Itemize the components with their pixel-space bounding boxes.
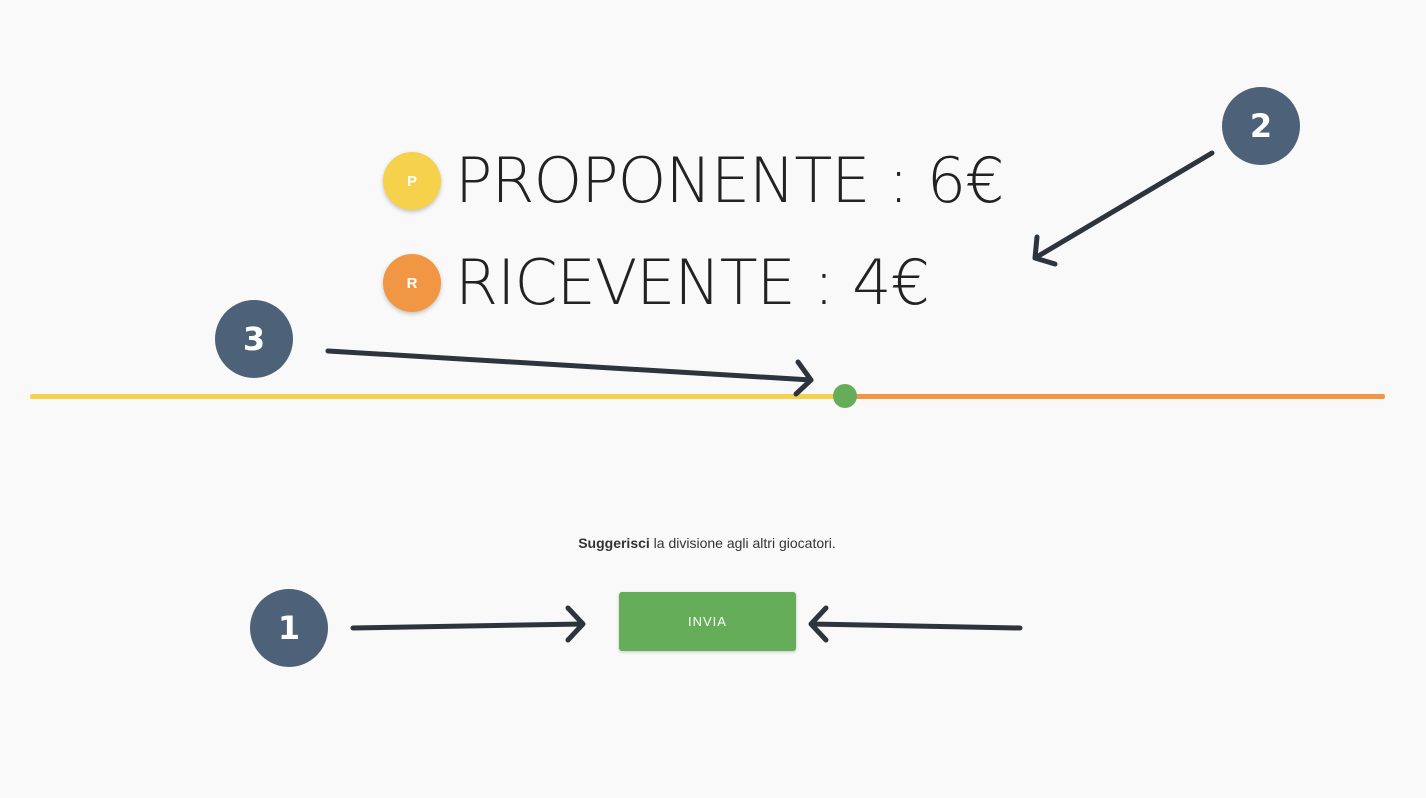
callout-badge-2: 2 bbox=[1222, 87, 1300, 165]
arrow-1-right bbox=[808, 605, 1023, 643]
ricevente-amount: RICEVENTE : 4€ bbox=[455, 246, 930, 319]
arrow-2 bbox=[1032, 150, 1215, 267]
instruction-text: Suggerisci la divisione agli altri gioca… bbox=[0, 535, 1414, 551]
ricevente-avatar: R bbox=[383, 254, 441, 312]
instruction-rest: la divisione agli altri giocatori. bbox=[649, 535, 836, 551]
slider-track-ricevente[interactable] bbox=[845, 394, 1385, 399]
arrow-1-left bbox=[350, 605, 586, 643]
proponente-avatar: P bbox=[383, 152, 441, 210]
ricevente-row: R RICEVENTE : 4€ bbox=[383, 243, 930, 323]
instruction-bold: Suggerisci bbox=[578, 535, 650, 551]
callout-badge-3: 3 bbox=[215, 300, 293, 378]
proponente-amount: PROPONENTE : 6€ bbox=[455, 144, 1005, 217]
slider-thumb[interactable] bbox=[833, 384, 857, 408]
invia-button[interactable]: INVIA bbox=[619, 592, 796, 651]
proponente-row: P PROPONENTE : 6€ bbox=[383, 141, 1005, 221]
slider-track-proponente[interactable] bbox=[30, 394, 845, 399]
callout-badge-1: 1 bbox=[250, 589, 328, 667]
split-slider[interactable] bbox=[30, 384, 1385, 408]
